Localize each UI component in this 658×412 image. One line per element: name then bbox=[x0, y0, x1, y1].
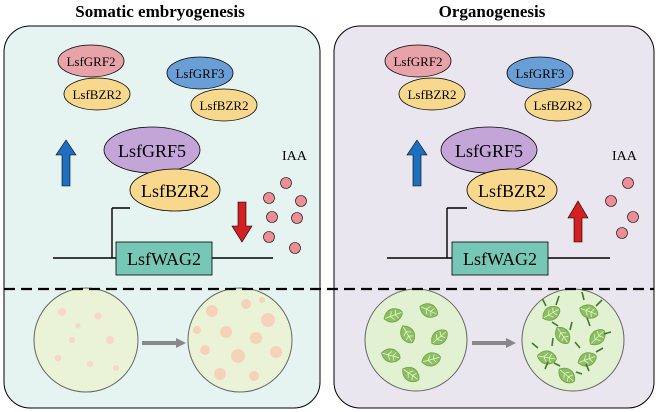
right-iaa-label: IAA bbox=[612, 149, 638, 164]
left-iaa-decrease-arrow bbox=[231, 201, 253, 243]
left-grf3-ellipse bbox=[166, 56, 234, 90]
iaa-molecule bbox=[263, 231, 275, 243]
iaa-molecule bbox=[605, 195, 617, 207]
left-bzr2-main-ellipse bbox=[129, 168, 221, 212]
right-iaa-increase-arrow bbox=[567, 200, 589, 243]
right-wag2-label: LsfWAG2 bbox=[463, 249, 537, 269]
left-plate-2-embryos bbox=[193, 297, 282, 381]
iaa-molecule bbox=[627, 211, 639, 223]
right-bzr2-main-label: LsfBZR2 bbox=[478, 181, 546, 201]
right-progression-arrow bbox=[472, 338, 516, 348]
left-bzr2-a-label: LsfBZR2 bbox=[72, 87, 121, 102]
right-iaa-molecules bbox=[605, 177, 639, 239]
right-grf5-label: LsfGRF5 bbox=[455, 141, 523, 161]
left-plate-1-spots bbox=[54, 308, 119, 371]
right-grf3-ellipse bbox=[506, 56, 574, 90]
left-grf3-label: LsfGRF3 bbox=[175, 66, 224, 81]
right-bzr2-a-label: LsfBZR2 bbox=[407, 87, 456, 102]
right-plate-2-shoot-explants bbox=[531, 291, 612, 388]
left-progression-arrow bbox=[142, 338, 186, 348]
right-bzr2-b-ellipse bbox=[524, 88, 592, 122]
left-iaa-label: IAA bbox=[282, 149, 308, 164]
iaa-molecule bbox=[616, 227, 628, 239]
left-culture-plate-1 bbox=[33, 287, 139, 393]
left-panel: Somatic embryogenesis LsfGRF2 LsfBZR2 Ls… bbox=[3, 2, 321, 409]
left-panel-title: Somatic embryogenesis bbox=[75, 2, 245, 21]
left-culture-plate-2 bbox=[187, 287, 293, 393]
right-promoter-line bbox=[446, 207, 467, 258]
iaa-molecule bbox=[291, 212, 303, 224]
right-panel-title: Organogenesis bbox=[439, 2, 546, 21]
left-wag2-box bbox=[115, 241, 213, 276]
right-grf3-label: LsfGRF3 bbox=[515, 66, 564, 81]
right-grf2-label: LsfGRF2 bbox=[393, 54, 442, 69]
left-bzr2-a-ellipse bbox=[63, 77, 131, 111]
left-upregulation-arrow bbox=[55, 139, 77, 187]
right-bzr2-b-label: LsfBZR2 bbox=[533, 98, 582, 113]
left-bzr2-b-label: LsfBZR2 bbox=[199, 98, 248, 113]
left-bzr2-b-ellipse bbox=[190, 88, 258, 122]
right-grf2-ellipse bbox=[384, 44, 452, 78]
left-wag2-label: LsfWAG2 bbox=[127, 249, 201, 269]
left-grf2-ellipse bbox=[57, 44, 125, 78]
right-bzr2-a-ellipse bbox=[398, 77, 466, 111]
iaa-molecule bbox=[289, 242, 301, 254]
iaa-molecule bbox=[263, 192, 275, 204]
right-upregulation-arrow bbox=[406, 139, 428, 187]
left-grf5-label: LsfGRF5 bbox=[118, 141, 186, 161]
iaa-molecule bbox=[280, 177, 292, 189]
iaa-molecule bbox=[295, 195, 307, 207]
left-grf2-label: LsfGRF2 bbox=[66, 54, 115, 69]
right-panel: Organogenesis LsfGRF2 LsfBZR2 LsfGRF3 Ls… bbox=[333, 2, 655, 409]
iaa-molecule bbox=[622, 177, 634, 189]
iaa-molecule bbox=[266, 211, 278, 223]
left-iaa-molecules bbox=[263, 177, 307, 254]
right-wag2-box bbox=[451, 241, 549, 276]
right-bzr2-main-ellipse bbox=[466, 168, 558, 212]
left-promoter-line bbox=[111, 207, 130, 258]
left-bzr2-main-label: LsfBZR2 bbox=[141, 181, 209, 201]
